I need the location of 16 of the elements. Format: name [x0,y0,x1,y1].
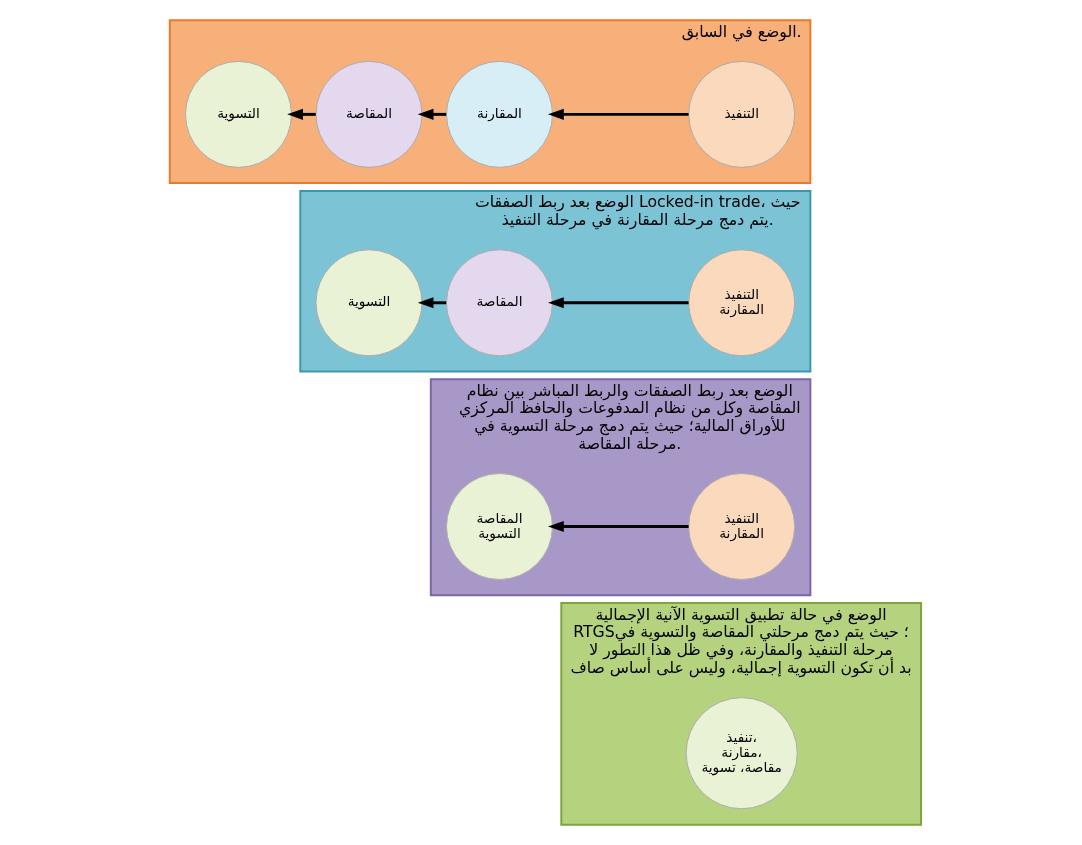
node-circle: المقاصة [315,60,422,168]
arrow [417,297,446,309]
arrow [417,108,446,120]
node-circle: التسوية [315,249,422,357]
node-circle: التنفيذ المقارنة [687,249,795,357]
node-circle: التسوية [184,60,292,168]
node-circle: المقاصة [445,249,553,357]
arrow [286,108,316,120]
node-circle: تنفيذ، مقارنة، مقاصة، تسوية [685,697,798,810]
node-circle: المقارنة [445,60,553,168]
node-circle: التنفيذ المقارنة [687,473,795,580]
arrow [547,108,689,120]
arrow [547,521,689,533]
node-circle: التنفيذ [687,60,795,168]
arrow [547,297,689,309]
node-circle: المقاصة التسوية [445,473,553,580]
